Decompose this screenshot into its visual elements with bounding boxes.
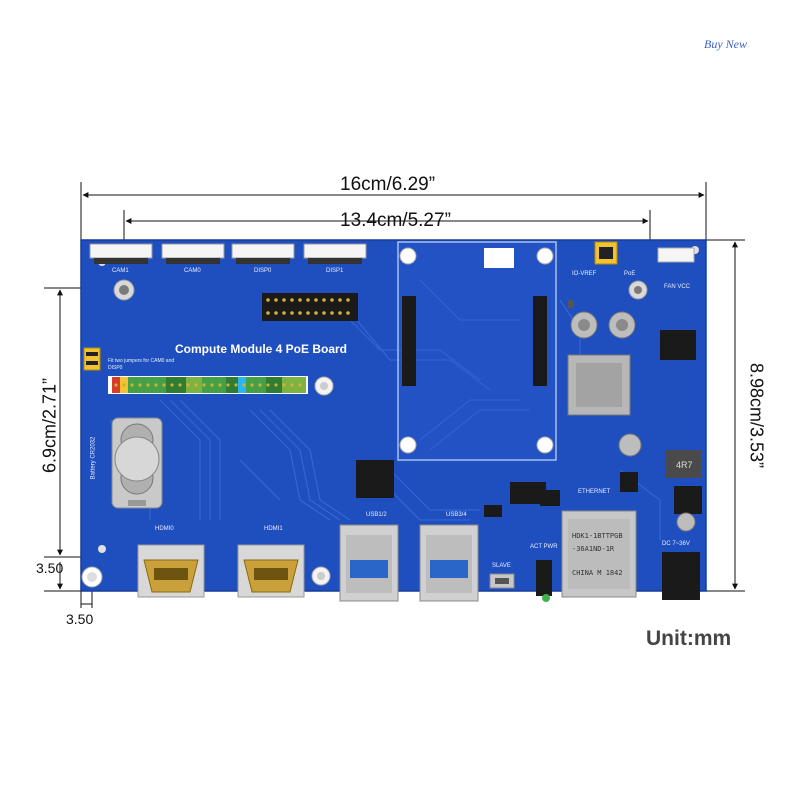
label-cam0: CAM0 (184, 268, 201, 274)
battery-holder (111, 417, 163, 509)
label-poe: PoE (624, 271, 636, 277)
usb-port-34 (419, 524, 479, 602)
watermark: Buy New (704, 37, 747, 51)
dimension-total-width (80, 182, 707, 240)
label-cam1: CAM1 (112, 268, 129, 274)
hole-span-width-label: 13.4cm/5.27” (340, 210, 451, 231)
label-inductor: 4R7 (676, 460, 693, 470)
label-fit-jumpers: Fit two jumpers for CAM0 and DISP0 (108, 358, 175, 371)
label-ethernet: ETHERNET (578, 489, 611, 495)
total-width-label: 16cm/6.29” (340, 174, 436, 195)
label-disp0: DISP0 (254, 268, 272, 274)
pcb-board (80, 239, 707, 602)
board-title: Compute Module 4 PoE Board (175, 342, 348, 356)
label-hdmi0: HDMI0 (155, 526, 174, 532)
label-act-pwr: ACT PWR (530, 544, 558, 550)
label-disp1: DISP1 (326, 268, 344, 274)
label-slave: SLAVE (492, 563, 511, 569)
hole-offset-y-label: 3.50 (36, 560, 64, 576)
dimension-total-height (706, 239, 745, 592)
hdmi-port-0 (137, 544, 205, 598)
hole-span-height-label: 6.9cm/2.71” (39, 377, 60, 474)
label-io-vref: IO-VREF (572, 271, 597, 277)
ethernet-jack (561, 510, 637, 598)
label-fan-vcc: FAN VCC (664, 284, 691, 290)
ethernet-jack-line2: -36A1ND-1R (572, 545, 615, 553)
hole-offset-x-label: 3.50 (66, 611, 94, 627)
label-hdmi1: HDMI1 (264, 526, 283, 532)
label-usb34: USB3/4 (446, 512, 467, 518)
ethernet-jack-line3: CHINA M 1842 (572, 569, 623, 577)
label-dc-in: DC 7~36V (662, 541, 690, 547)
hdmi-port-1 (237, 544, 305, 598)
unit-label: Unit:mm (646, 627, 732, 650)
ethernet-jack-line1: HDK1-1BTTPGB (572, 532, 623, 540)
usb-port-12 (339, 524, 399, 602)
label-battery: Battery CR2032 (90, 436, 97, 480)
total-height-label: 8.98cm/3.53” (746, 362, 767, 469)
label-usb12: USB1/2 (366, 512, 387, 518)
